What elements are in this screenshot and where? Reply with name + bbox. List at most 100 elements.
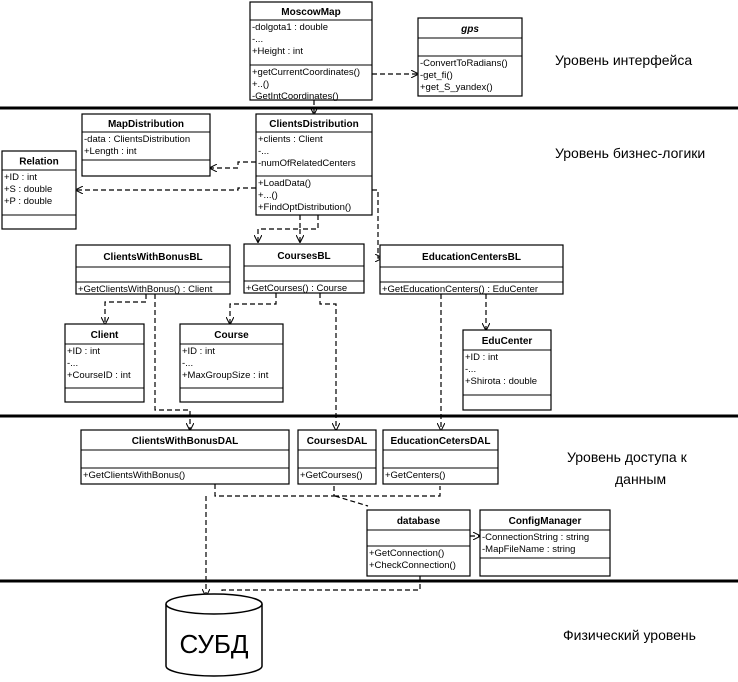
class-attribute: -dolgota1 : double bbox=[252, 22, 328, 33]
class-attribute: +P : double bbox=[4, 196, 52, 207]
class-educationcentersbl: EducationCentersBL +GetEducationCenters()… bbox=[379, 244, 564, 295]
class-operation: -get_fi() bbox=[420, 70, 453, 81]
arrow-clientswithbonusbl-to-clientswithbonusdal bbox=[154, 294, 190, 430]
class-box-database bbox=[366, 509, 471, 577]
class-coursesdal: CoursesDAL +GetCourses() bbox=[297, 429, 377, 485]
class-attribute: -... bbox=[258, 146, 269, 157]
class-attribute: +ID : int bbox=[4, 172, 37, 183]
class-attribute: +CourseID : int bbox=[67, 370, 131, 381]
class-educationcetersdal: EducationCetersDAL+GetCenters() bbox=[382, 429, 499, 485]
class-box-configmanager bbox=[479, 509, 611, 577]
class-box-gps bbox=[417, 17, 523, 97]
class-box-educenter bbox=[462, 329, 552, 411]
class-box-clientswithbonusbl bbox=[75, 244, 231, 295]
class-title-relation: Relation bbox=[19, 157, 58, 168]
class-operation: -ConvertToRadians() bbox=[420, 58, 508, 69]
class-box-coursesbl bbox=[243, 243, 365, 294]
class-box-educationcentersbl bbox=[379, 244, 564, 295]
class-operation: +GetClientsWithBonus() bbox=[83, 470, 185, 481]
class-attribute: -... bbox=[67, 358, 78, 369]
class-box-relation bbox=[1, 150, 77, 230]
class-title-coursesdal: CoursesDAL bbox=[307, 436, 368, 447]
dbms-cylinder-top bbox=[165, 593, 263, 615]
layer-label-dal-line2: данным bbox=[615, 471, 666, 487]
class-title-educationcentersbl: EducationCentersBL bbox=[422, 252, 521, 263]
layer-label-business: Уровень бизнес-логики bbox=[555, 145, 705, 161]
class-attribute: -MapFileName : string bbox=[482, 544, 575, 555]
class-box-educationcetersdal bbox=[382, 429, 499, 485]
arrow-clientsdistribution-to-mapdistribution bbox=[210, 161, 256, 168]
arrow-clientsdistribution-to-relation bbox=[76, 188, 256, 190]
arrow-clientsdistribution-to-coursesbl-1 bbox=[258, 215, 301, 242]
class-operation: +GetCourses() bbox=[300, 470, 363, 481]
class-box-coursesdal bbox=[297, 429, 377, 485]
class-clientsdistribution: ClientsDistribution +clients : Client-...… bbox=[255, 113, 373, 216]
class-operation: +getCurrentCoordinates() bbox=[252, 67, 360, 78]
class-attribute: +ID : int bbox=[465, 352, 498, 363]
dependency-arrows bbox=[76, 74, 486, 602]
arrow-coursesbl-to-course bbox=[230, 293, 277, 324]
class-moscowmap: MoscowMap -dolgota1 : double-...+Height :… bbox=[249, 1, 373, 102]
class-title-client: Client bbox=[91, 330, 119, 341]
class-operation: +GetConnection() bbox=[369, 548, 444, 559]
class-attribute: +MaxGroupSize : int bbox=[182, 370, 269, 381]
class-attribute: +Length : int bbox=[84, 146, 137, 157]
class-client: Client +ID : int-...+CourseID : int bbox=[64, 323, 145, 403]
dbms-cylinder-body bbox=[165, 604, 263, 677]
class-box-course bbox=[179, 323, 284, 403]
class-title-educationcetersdal: EducationCetersDAL bbox=[390, 436, 490, 447]
class-box-client bbox=[64, 323, 145, 403]
class-operation: +LoadData() bbox=[258, 178, 311, 189]
class-operation: +get_S_yandex() bbox=[420, 82, 493, 93]
class-attribute: -... bbox=[252, 34, 263, 45]
class-configmanager: ConfigManager-ConnectionString : string-… bbox=[479, 509, 611, 577]
arrow-dal-to-database bbox=[214, 484, 441, 507]
class-operation: +..() bbox=[252, 79, 269, 90]
class-attribute: +Shirota : double bbox=[465, 376, 537, 387]
class-boxes: MoscowMap-dolgota1 : double-...+Height :… bbox=[1, 1, 611, 577]
class-box-clientsdistribution bbox=[255, 113, 373, 216]
class-clientswithbonusdal: ClientsWithBonusDAL +GetClientsWithBonus(… bbox=[80, 429, 290, 485]
class-operation: +CheckConnection() bbox=[369, 560, 456, 571]
class-title-educenter: EduCenter bbox=[482, 336, 533, 347]
dbms-label: СУБД bbox=[179, 629, 248, 659]
class-operation: +GetClientsWithBonus() : Client bbox=[78, 284, 213, 295]
class-box-moscowmap bbox=[249, 1, 373, 101]
arrow-coursesbl-to-coursesdal bbox=[319, 293, 336, 430]
class-box-clientswithbonusdal bbox=[80, 429, 290, 485]
class-title-clientswithbonusdal: ClientsWithBonusDAL bbox=[132, 436, 239, 447]
layer-label-physical: Физический уровень bbox=[563, 627, 696, 643]
class-attribute: +Height : int bbox=[252, 46, 303, 57]
class-attribute: +ID : int bbox=[182, 346, 215, 357]
class-operation: -GetIntCoordinates() bbox=[252, 91, 339, 102]
class-attribute: +clients : Client bbox=[258, 134, 323, 145]
class-gps: gps -ConvertToRadians()-get_fi()+get_S_ya… bbox=[417, 17, 523, 97]
arrow-clientsdistribution-to-coursesbl-2 bbox=[300, 215, 319, 242]
class-operation: +FindOptDistribution() bbox=[258, 202, 351, 213]
class-operation: +GetCourses() : Course bbox=[246, 283, 347, 294]
class-title-clientsdistribution: ClientsDistribution bbox=[269, 119, 358, 130]
layer-labels: Уровень интерфейса Уровень бизнес-логики… bbox=[555, 52, 705, 643]
class-operation: +GetEducationCenters() : EduCenter bbox=[382, 284, 538, 295]
class-title-configmanager: ConfigManager bbox=[509, 516, 582, 527]
dbms-cylinder: СУБД bbox=[165, 593, 263, 677]
class-title-database: database bbox=[397, 516, 441, 527]
class-attribute: +ID : int bbox=[67, 346, 100, 357]
class-title-mapdistribution: MapDistribution bbox=[108, 119, 184, 130]
class-title-gps: gps bbox=[460, 24, 479, 35]
class-coursesbl: CoursesBL +GetCourses() : Course bbox=[243, 243, 365, 294]
layer-label-interface: Уровень интерфейса bbox=[555, 52, 692, 68]
class-title-moscowmap: MoscowMap bbox=[281, 7, 340, 18]
class-operation: +...() bbox=[258, 190, 278, 201]
class-title-coursesbl: CoursesBL bbox=[277, 251, 330, 262]
class-box-mapdistribution bbox=[81, 113, 211, 177]
class-educenter: EduCenter+ID : int-...+Shirota : double bbox=[462, 329, 552, 411]
class-clientswithbonusbl: ClientsWithBonusBL +GetClientsWithBonus()… bbox=[75, 244, 231, 295]
class-database: database +GetConnection()+CheckConnection… bbox=[366, 509, 471, 577]
class-title-clientswithbonusbl: ClientsWithBonusBL bbox=[103, 252, 202, 263]
layer-separators bbox=[0, 106, 738, 583]
class-attribute: -data : ClientsDistribution bbox=[84, 134, 190, 145]
class-title-course: Course bbox=[214, 330, 249, 341]
